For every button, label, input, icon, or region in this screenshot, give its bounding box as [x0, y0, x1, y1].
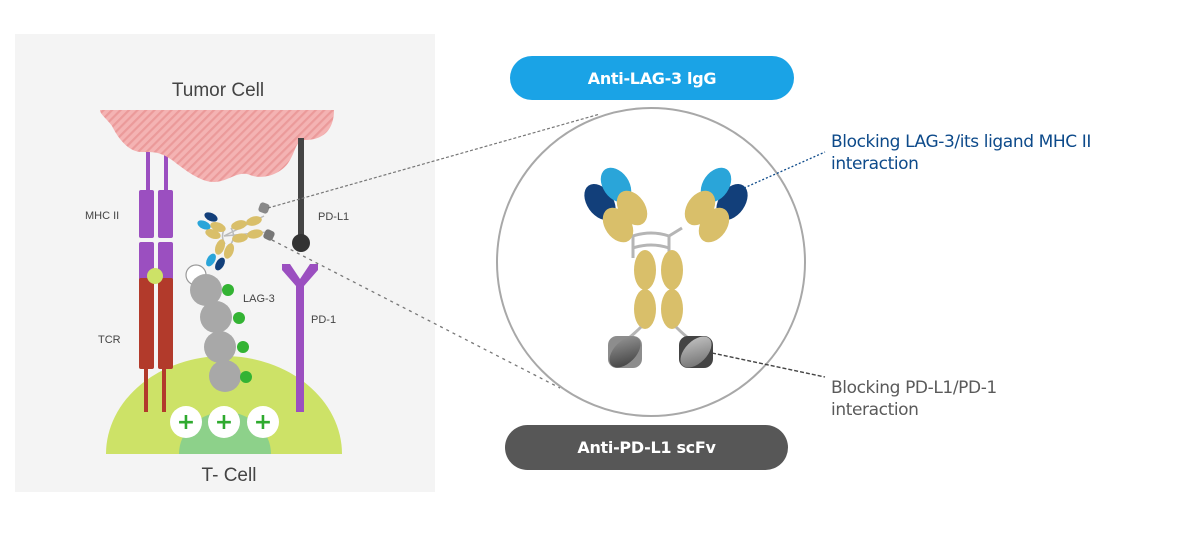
- tcr-label: TCR: [98, 334, 121, 346]
- callout-line: Blocking PD-L1/PD-1: [831, 378, 997, 398]
- plus-signal: +: [170, 406, 202, 438]
- anti-lag3-igg-badge: Anti-LAG-3 lgG: [510, 56, 794, 100]
- mhc-ii-label: MHC II: [85, 210, 119, 222]
- plus-signal: +: [247, 406, 279, 438]
- plus-icon: +: [215, 410, 233, 435]
- plus-signal: +: [208, 406, 240, 438]
- green-dot: [222, 284, 234, 296]
- peptide-antigen: [147, 268, 163, 284]
- tumor-cell-label: Tumor Cell: [172, 80, 264, 101]
- anti-pdl1-scfv-badge: Anti-PD-L1 scFv: [505, 425, 788, 470]
- green-dot: [237, 341, 249, 353]
- fc-domain: [634, 289, 656, 329]
- green-dot: [240, 371, 252, 383]
- pd-l1-receptor: [292, 138, 310, 252]
- bispecific-antibody-large: [584, 167, 748, 368]
- t-cell-label: T- Cell: [202, 465, 257, 486]
- callout-line: interaction: [831, 154, 919, 174]
- callout-line: interaction: [831, 400, 919, 420]
- fc-domain: [661, 289, 683, 329]
- plus-icon: +: [254, 410, 272, 435]
- scfv-domain: [679, 336, 713, 368]
- callout-lag3-blocking: Blocking LAG-3/its ligand MHC II interac…: [831, 131, 1171, 175]
- pd-1-label: PD-1: [311, 314, 336, 326]
- callout-pdl1-blocking: Blocking PD-L1/PD-1 interaction: [831, 377, 1091, 421]
- tumor-cell-membrane: [100, 110, 334, 182]
- callout-leader-pdl1: [711, 352, 826, 378]
- activation-signals: + + +: [170, 406, 279, 438]
- bispecific-antibody-small: [197, 202, 275, 271]
- green-dot: [233, 312, 245, 324]
- scfv-domain: [608, 336, 642, 368]
- lag-3-label: LAG-3: [243, 293, 275, 305]
- tcr-receptor: [139, 278, 173, 412]
- plus-icon: +: [177, 410, 195, 435]
- zoom-connector-line: [271, 239, 561, 389]
- zoom-connector-line: [267, 113, 601, 209]
- fc-domain: [634, 250, 656, 290]
- callout-leader-lag3: [743, 151, 826, 189]
- lag-3-receptor: [185, 264, 252, 392]
- fc-domain: [661, 250, 683, 290]
- pd-1-receptor: [282, 264, 318, 412]
- callout-line: Blocking LAG-3/its ligand MHC II: [831, 132, 1091, 152]
- pd-l1-label: PD-L1: [318, 211, 349, 223]
